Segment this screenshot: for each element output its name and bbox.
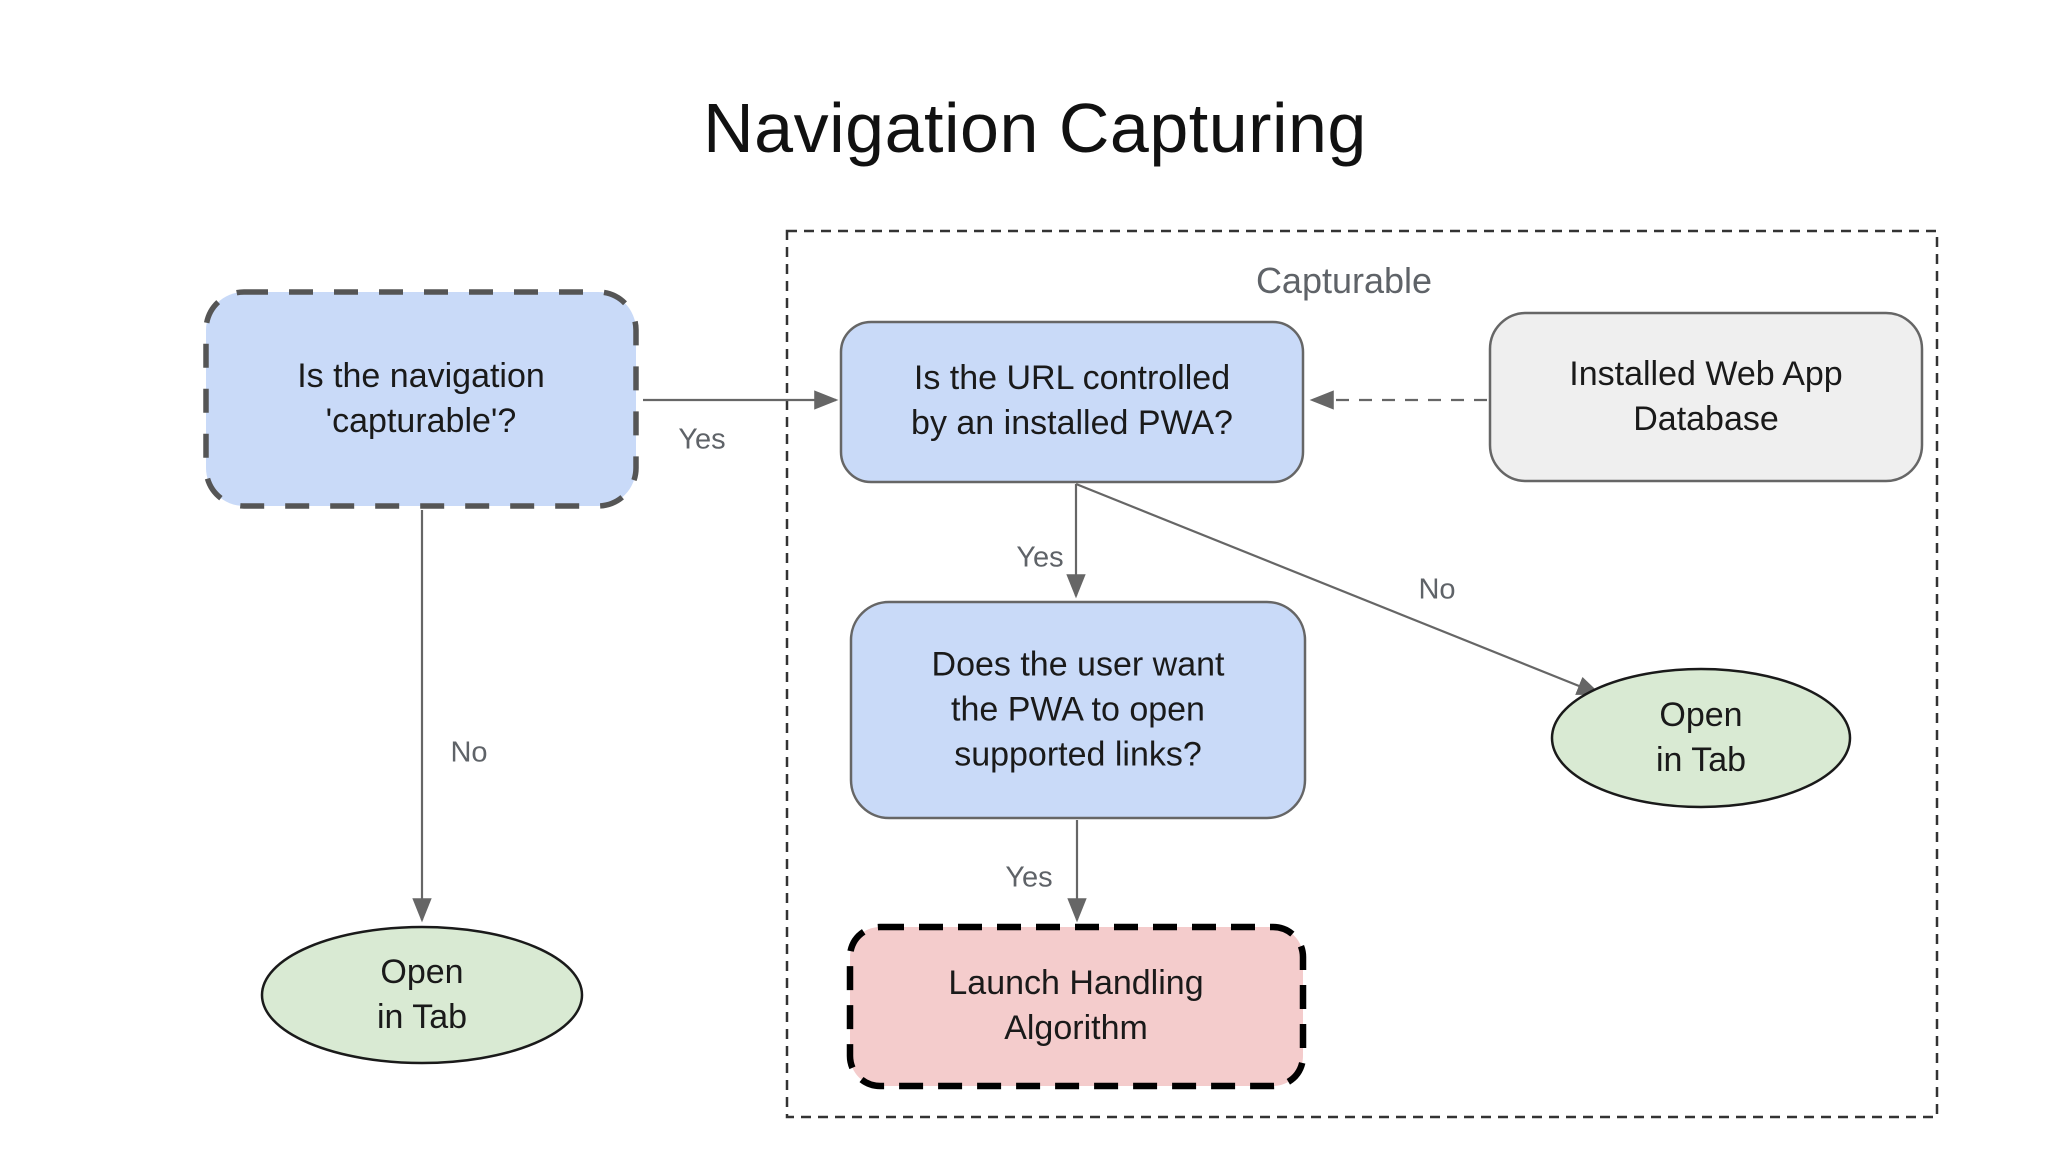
node-open-in-tab-right-shape: [1550, 667, 1852, 809]
node-url-controlled-label: Is the URL controlled by an installed PW…: [911, 359, 1233, 442]
edge-capturable-no-label: No: [450, 736, 488, 769]
edge-controlled-no: [1075, 482, 1602, 696]
node-is-capturable-shape: [203, 289, 639, 509]
edge-controlled-yes-label: Yes: [1016, 541, 1064, 574]
edge-capturable-yes-label: Yes: [678, 423, 726, 456]
capturable-group-border: [785, 229, 1939, 1119]
edge-links-yes-label: Yes: [1005, 861, 1053, 894]
node-installed-db-shape: [1488, 311, 1924, 483]
node-user-wants-links-shape: [849, 600, 1307, 820]
node-launch-handling-label: Launch Handling Algorithm: [948, 964, 1204, 1047]
edge-controlled-no-label: No: [1418, 573, 1456, 606]
node-installed-db-label: Installed Web App Database: [1569, 355, 1843, 438]
node-user-wants-links-label: Does the user want the PWA to open suppo…: [931, 645, 1225, 774]
node-open-in-tab-right-label: Open in Tab: [1655, 696, 1747, 779]
capturable-group-label: Capturable: [1255, 260, 1433, 301]
page-title: Navigation Capturing: [703, 89, 1367, 167]
node-open-in-tab-left-shape: [260, 925, 584, 1065]
node-url-controlled-shape: [839, 320, 1305, 484]
node-launch-handling-shape: [846, 923, 1307, 1090]
node-is-capturable-label: Is the navigation 'capturable'?: [297, 357, 545, 440]
node-open-in-tab-left-label: Open in Tab: [376, 953, 468, 1036]
